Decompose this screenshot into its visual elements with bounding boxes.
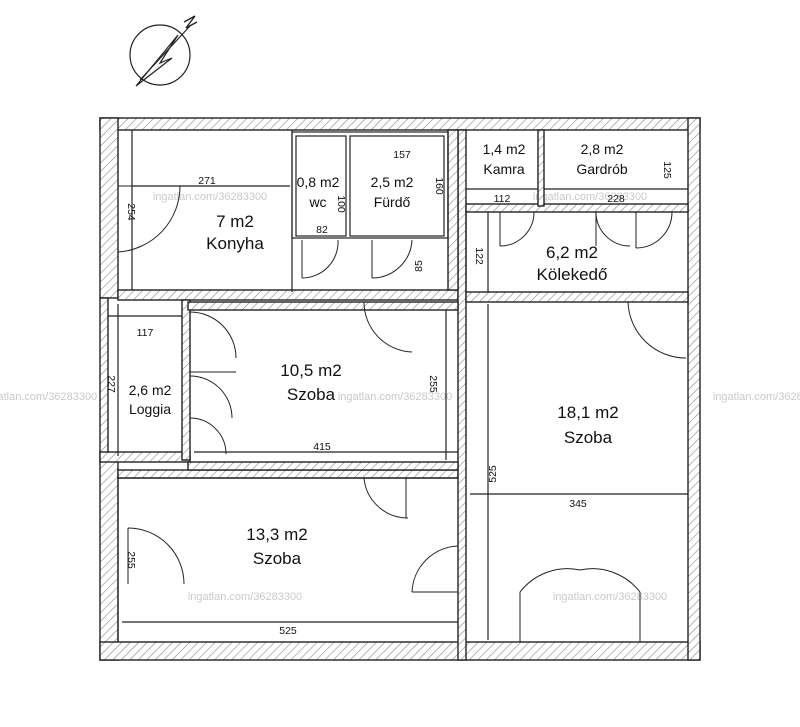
dim-label: 117 (137, 327, 154, 339)
dim-label: 255 (125, 551, 137, 569)
dim-label: 157 (393, 149, 411, 161)
room-gardrob: 2,8 m2 Gardrób (576, 141, 628, 177)
watermarks: ingatlan.com/36283300 ingatlan.com/36283… (0, 191, 800, 603)
interior-walls (99, 129, 689, 661)
dim-label: 271 (198, 175, 216, 187)
room-furdo: 2,5 m2 Fürdő (371, 174, 414, 210)
dimension-labels: 271 254 157 160 100 82 85 112 228 125 12… (105, 149, 673, 637)
room-name: Kamra (483, 161, 524, 177)
room-szoba-13: 13,3 m2 Szoba (246, 525, 307, 568)
room-name: wc (308, 194, 326, 210)
room-name: Loggia (129, 401, 171, 417)
dim-label: 227 (105, 375, 117, 393)
watermark-text: ingatlan.com/36283300 (0, 391, 97, 403)
watermark-text: ingatlan.com/36283300 (153, 191, 267, 203)
room-area: 18,1 m2 (557, 403, 618, 422)
dim-label: 82 (316, 224, 328, 236)
room-area: 1,4 m2 (483, 141, 526, 157)
dim-label: 85 (413, 260, 425, 272)
outer-walls (99, 117, 701, 661)
watermark-text: ingatlan.com/36283300 (553, 591, 667, 603)
room-loggia: 2,6 m2 Loggia (129, 382, 172, 417)
room-wc: 0,8 m2 wc (297, 174, 340, 210)
room-name: Gardrób (576, 161, 628, 177)
room-area: 2,6 m2 (129, 382, 172, 398)
bathroom-walls (117, 130, 489, 642)
dim-label: 228 (607, 193, 625, 205)
watermark-text: ingatlan.com/36283300 (338, 391, 452, 403)
north-arrow-icon (129, 15, 198, 87)
room-name: Szoba (287, 385, 336, 404)
room-kamra: 1,4 m2 Kamra (483, 141, 526, 177)
room-szoba-18: 18,1 m2 Szoba (557, 403, 618, 447)
room-name: Kölekedő (537, 265, 608, 284)
dim-label: 112 (494, 193, 511, 205)
room-area: 0,8 m2 (297, 174, 340, 190)
dim-label: 125 (661, 161, 673, 179)
room-szoba-10: 10,5 m2 Szoba (280, 361, 341, 404)
watermark-text: ingatlan.com/36283300 (533, 191, 647, 203)
dim-label: 160 (433, 177, 445, 195)
room-name: Szoba (253, 549, 302, 568)
dim-label: 415 (313, 441, 331, 453)
dim-label: 345 (569, 498, 587, 510)
room-name: Konyha (206, 234, 264, 253)
dim-label: 122 (473, 247, 485, 265)
dim-label: 100 (335, 195, 347, 213)
dim-label: 525 (487, 465, 499, 483)
room-name: Fürdő (374, 194, 411, 210)
room-name: Szoba (564, 428, 613, 447)
doors (117, 185, 688, 642)
room-area: 2,5 m2 (371, 174, 414, 190)
room-area: 13,3 m2 (246, 525, 307, 544)
room-area: 6,2 m2 (546, 243, 598, 262)
room-area: 2,8 m2 (581, 141, 624, 157)
dim-label: 255 (427, 375, 439, 393)
room-area: 10,5 m2 (280, 361, 341, 380)
room-kolekedo: 6,2 m2 Kölekedő (537, 243, 608, 284)
room-konyha: 7 m2 Konyha (206, 212, 264, 253)
dimension-lines (108, 185, 688, 640)
watermark-text: ingatlan.com/36283300 (188, 591, 302, 603)
dim-label: 254 (125, 203, 137, 221)
room-area: 7 m2 (216, 212, 254, 231)
dim-label: 525 (279, 625, 297, 637)
watermark-text: ingatlan.com/36283300 (713, 391, 800, 403)
